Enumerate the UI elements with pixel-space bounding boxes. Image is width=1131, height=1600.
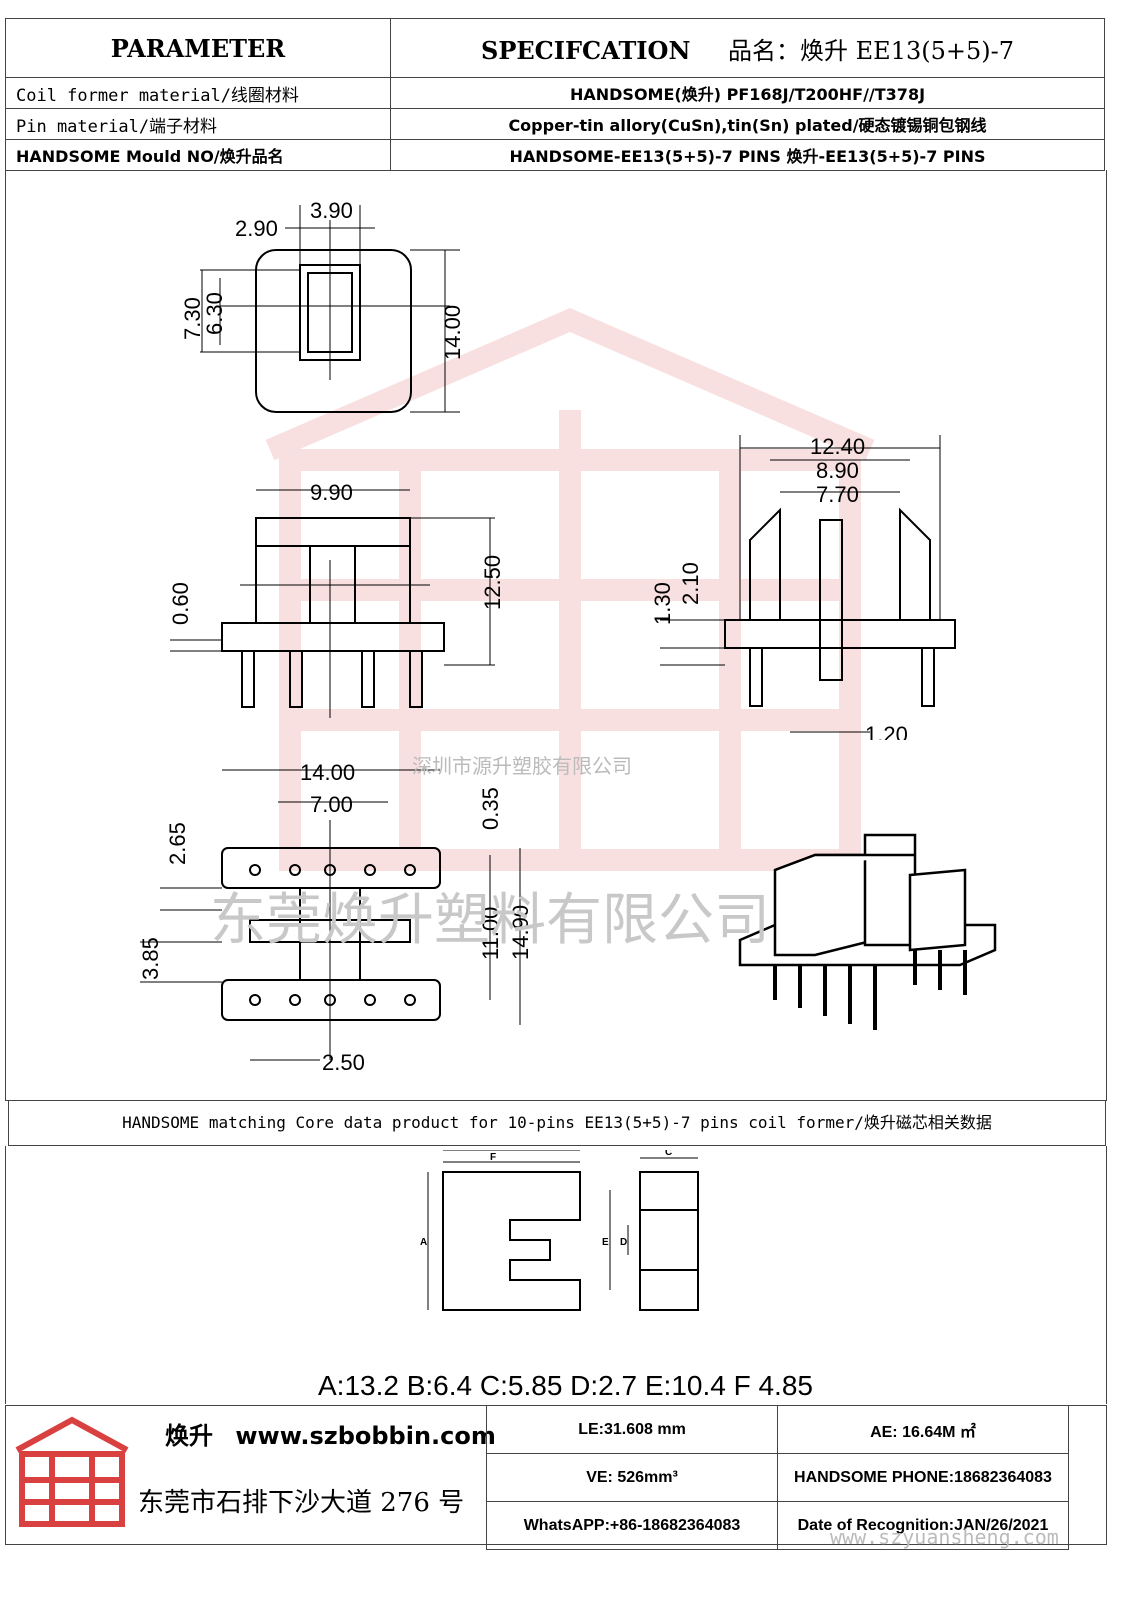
- spec-table: PARAMETER SPECIFCATION 品名：焕升 EE13(5+5)-7…: [5, 18, 1105, 171]
- coil-material-value: HANDSOME(焕升) PF168J/T200HF//T378J: [390, 77, 1105, 109]
- dim-J: 2.10: [678, 562, 703, 605]
- product-name: 品名：焕升 EE13(5+5)-7: [728, 36, 1014, 65]
- side-pin-left: [749, 647, 763, 707]
- dim-N: 1.20: [865, 722, 908, 740]
- dim-U: 14.90: [508, 905, 533, 960]
- core-side: [639, 1171, 699, 1311]
- brand-line: 焕升 www.szbobbin.com: [165, 1416, 496, 1451]
- dim-A: 3.90: [310, 198, 353, 223]
- top-view-drawing: 3.90 2.90 7.30 6.30 14.00: [180, 198, 465, 413]
- dim-T: 11.00: [478, 907, 503, 960]
- core-caption: HANDSOME matching Core data product for …: [8, 1100, 1106, 1146]
- coil-material-label: Coil former material/线圈材料: [5, 77, 391, 109]
- phone-value: HANDSOME PHONE:18682364083: [777, 1453, 1069, 1502]
- side-base: [724, 619, 956, 649]
- parameter-header: PARAMETER: [5, 18, 391, 78]
- front-base: [221, 622, 445, 652]
- front-view-drawing: 9.90 0.60 12.50: [168, 480, 505, 718]
- dim-D: 6.30: [202, 292, 227, 335]
- dim-R: 3.85: [138, 937, 163, 980]
- core-values: A:13.2 B:6.4 C:5.85 D:2.7 E:10.4 F 4.85: [318, 1370, 813, 1401]
- ve-value: VE: 526mm³: [486, 1453, 778, 1502]
- dim-O: 14.00: [300, 760, 355, 785]
- core-label-C: C: [665, 1150, 672, 1158]
- dim-H: 12.50: [480, 555, 505, 610]
- dim-M: 7.70: [816, 482, 859, 507]
- dim-Q: 2.65: [165, 822, 190, 865]
- dim-G: 0.60: [168, 582, 193, 625]
- side-view-drawing: 12.40 8.90 7.70 1.30 2.10 1.20: [650, 434, 956, 740]
- core-drawing: A B C D E F: [420, 1150, 699, 1311]
- mould-no-label: HANDSOME Mould NO/焕升品名: [5, 139, 391, 171]
- core-label-A: A: [420, 1237, 427, 1248]
- watermark-url: www.szyuansheng.com: [830, 1525, 1059, 1549]
- bottom-top-flange: [221, 847, 441, 889]
- dim-B: 2.90: [235, 216, 278, 241]
- brand-cn: 焕升: [165, 1422, 213, 1450]
- specification-label: SPECIFCATION: [481, 35, 691, 65]
- dim-L: 8.90: [816, 458, 859, 483]
- le-value: LE:31.608 mm: [486, 1405, 778, 1454]
- bottom-lower-flange: [221, 979, 441, 1021]
- company-address: 东莞市石排下沙大道 276 号: [138, 1488, 465, 1518]
- specification-header: SPECIFCATION 品名：焕升 EE13(5+5)-7: [390, 18, 1105, 78]
- dim-S: 0.35: [478, 787, 503, 830]
- core-e-shape: [442, 1171, 581, 1311]
- dim-H2: 1.30: [650, 582, 675, 625]
- dim-P: 7.00: [310, 792, 353, 817]
- whatsapp-value: WhatsAPP:+86-18682364083: [486, 1501, 778, 1550]
- core-params-table: LE:31.608 mm AE: 16.64M ㎡ VE: 526mm³ HAN…: [486, 1405, 1069, 1550]
- iso-rear-plate: [863, 833, 917, 947]
- top-body: [255, 249, 412, 413]
- mould-no-value: HANDSOME-EE13(5+5)-7 PINS 焕升-EE13(5+5)-7…: [390, 139, 1105, 171]
- side-left-flange: [749, 507, 781, 620]
- watermark-company-small: 深圳市源升塑胶有限公司: [412, 754, 632, 778]
- pin-material-label: Pin material/端子材料: [5, 108, 391, 140]
- brand-logo: [15, 1416, 129, 1527]
- core-label-D: D: [620, 1237, 627, 1248]
- dim-K: 12.40: [810, 434, 865, 459]
- core-frame: [5, 1146, 1107, 1404]
- dim-V: 2.50: [322, 1050, 365, 1075]
- brand-website[interactable]: www.szbobbin.com: [235, 1422, 496, 1450]
- pin-material-value: Copper-tin allory(CuSn),tin(Sn) plated/硬…: [390, 108, 1105, 140]
- core-label-B: B: [510, 1150, 517, 1151]
- side-right-flange: [899, 507, 931, 620]
- recognition-date: Date of Recognition:JAN/26/2021: [777, 1501, 1069, 1550]
- ae-value: AE: 16.64M ㎡: [777, 1405, 1069, 1454]
- core-label-F: F: [490, 1152, 496, 1163]
- isometric-drawing: [738, 833, 997, 1030]
- iso-right-block: [908, 868, 967, 952]
- iso-left-block: [773, 853, 877, 957]
- dim-E: 9.90: [310, 480, 353, 505]
- front-pins: [241, 650, 423, 708]
- dim-top-height: 14.00: [440, 305, 465, 360]
- iso-pins: [773, 950, 967, 1030]
- bottom-view-drawing: 14.00 7.00 0.35 2.65 3.85 11.00 14.90 2.…: [138, 760, 533, 1075]
- side-center-post: [819, 519, 843, 681]
- dim-C: 7.30: [180, 297, 205, 340]
- side-pin-right: [921, 647, 935, 707]
- watermark-company-large: 东莞焕升塑料有限公司: [210, 888, 770, 953]
- front-flange: [255, 517, 411, 624]
- core-label-E: E: [602, 1237, 609, 1248]
